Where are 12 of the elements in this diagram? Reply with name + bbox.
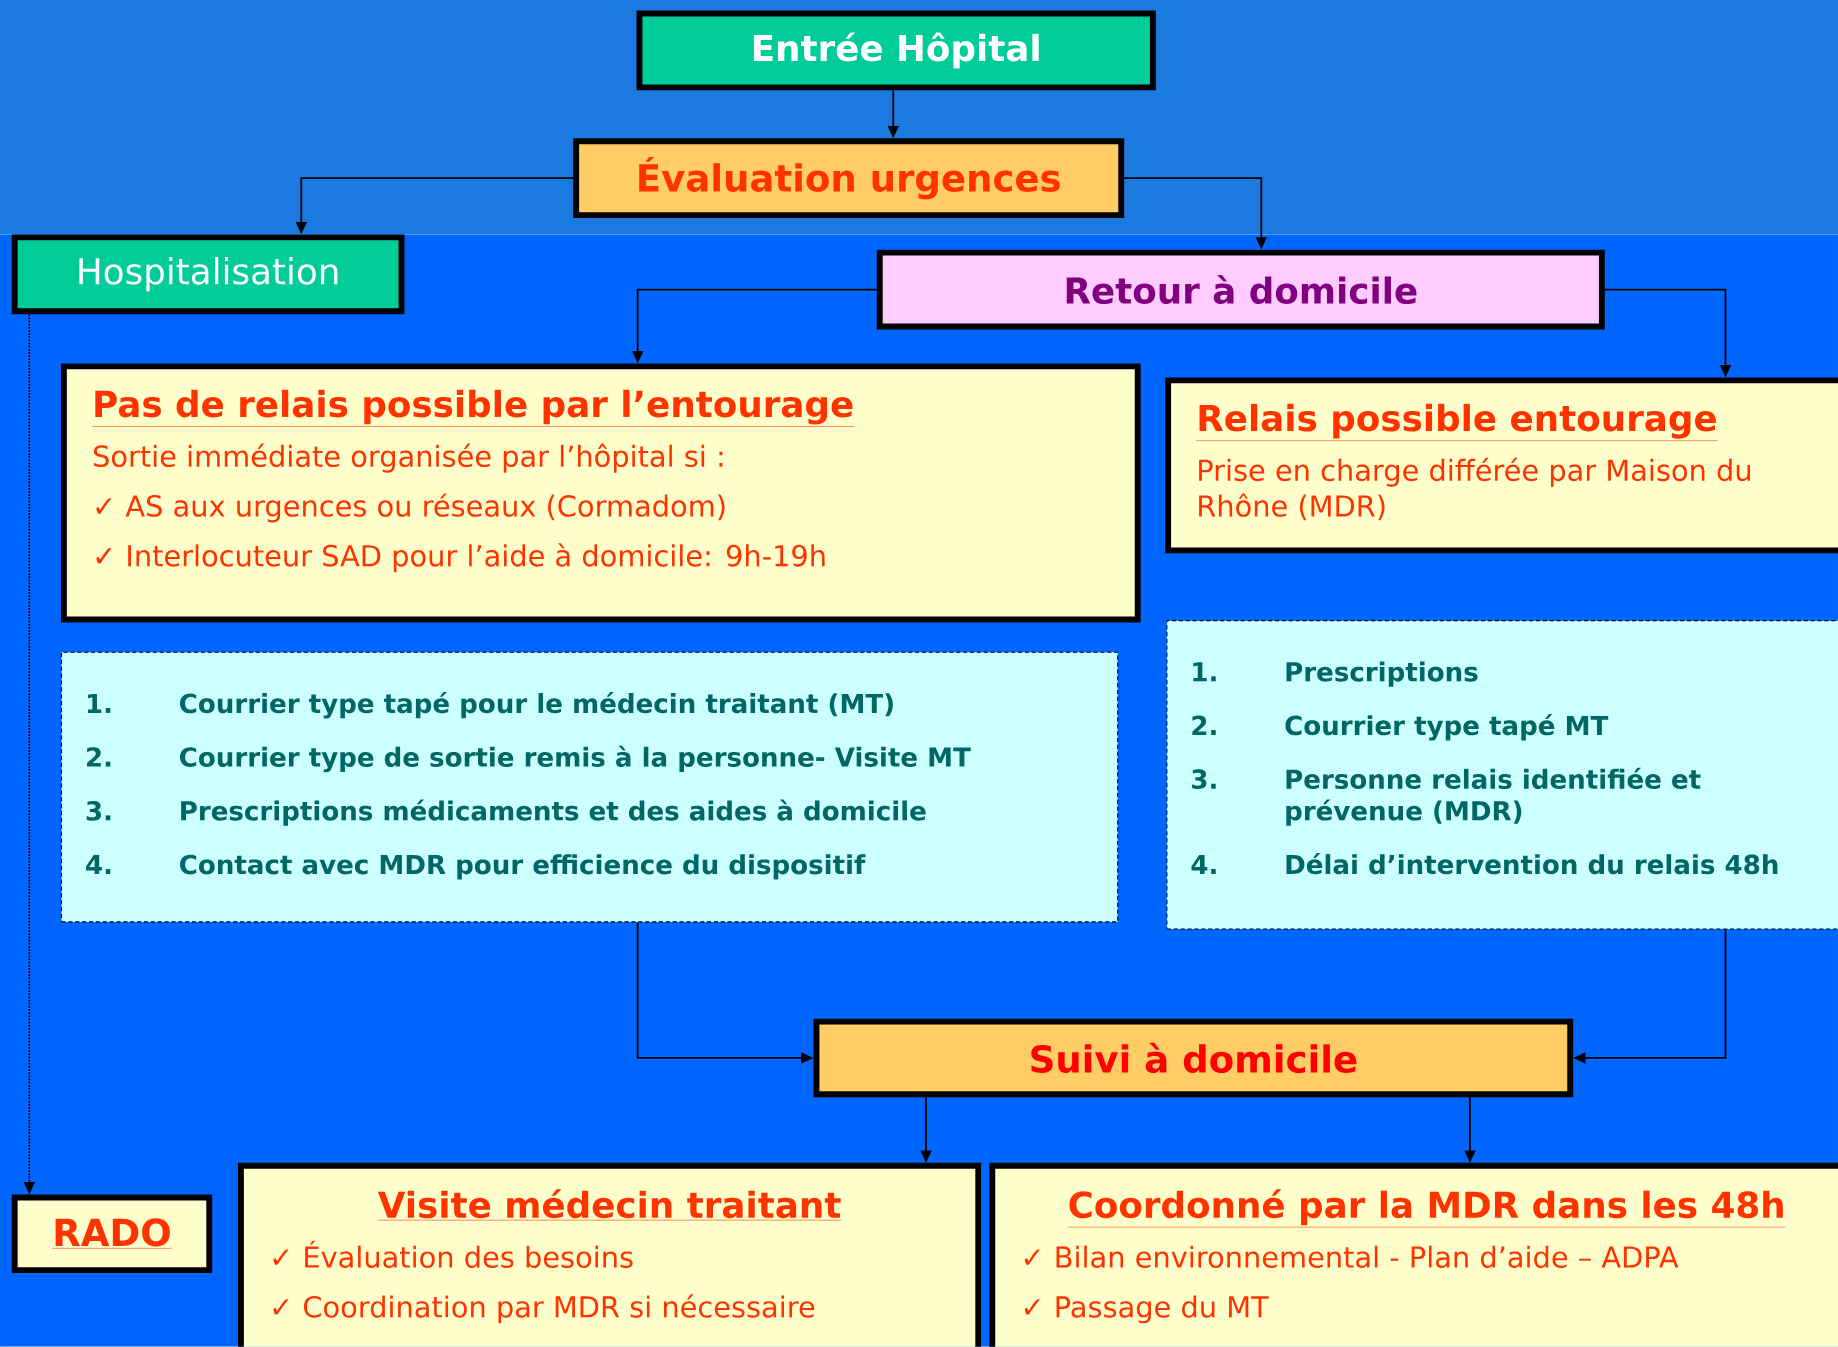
step-box: Entrée Hôpital [636, 10, 1156, 91]
step-box: Évaluation urgences [573, 138, 1125, 219]
step-box: RADO [11, 1194, 213, 1274]
text-card: Coordonné par la MDR dans les 48h ✓ Bilan environnemental - Plan d’aide – ADPA ✓ Passage du MT [989, 1162, 1838, 1347]
step-box: Retour à domicile [876, 249, 1605, 330]
text-card: Relais possible entourage Prise en charge différée par Maison du Rhône (MDR) [1165, 377, 1838, 554]
numbered-list-box: 1. Courrier type tapé pour le médecin traitant (MT) 2. Courrier type de sortie remis à la personne- Visite MT 3. Prescriptions médicaments et des aides à domicile 4. Contact avec MDR pour efficience du dispositif [60, 651, 1119, 923]
text-card: Pas de relais possible par l’entourage Sortie immédiate organisée par l’hôpital si : ✓ AS aux urgences ou réseaux (Cormadom) ✓ Interlocuteur SAD pour l’aide à domicile: 9h-19h [60, 363, 1141, 623]
numbered-list-box: 1. Prescriptions 2. Courrier type tapé MT 3. Personne relais identifiée et prévenue (MDR) 4. Délai d’intervention du relais 48h [1166, 620, 1838, 930]
step-box: Suivi à domicile [813, 1018, 1574, 1098]
step-box: Hospitalisation [11, 234, 405, 315]
text-card: Visite médecin traitant ✓ Évaluation des besoins ✓ Coordination par MDR si nécessaire [237, 1162, 982, 1347]
